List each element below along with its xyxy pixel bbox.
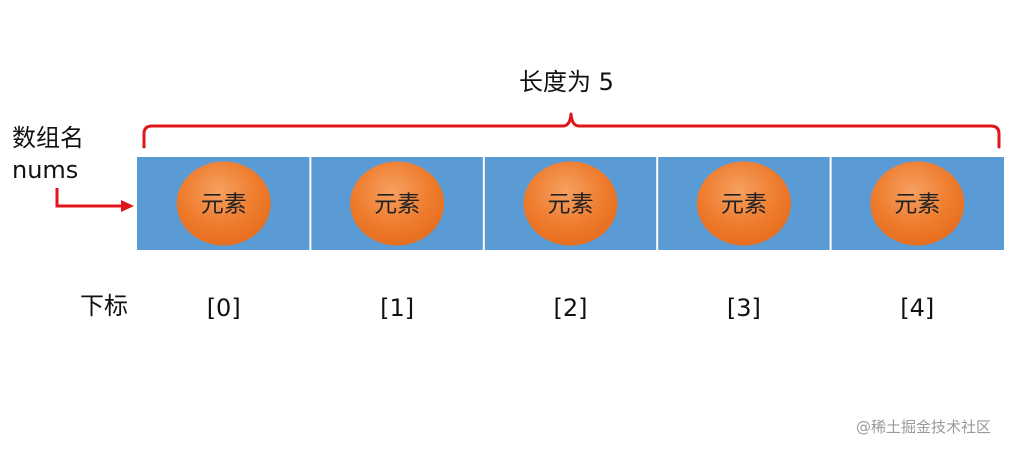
index-label: [2] bbox=[553, 294, 588, 322]
index-label: [0] bbox=[206, 294, 241, 322]
pointer-arrow-head bbox=[121, 200, 134, 212]
length-bracket bbox=[142, 112, 1001, 149]
array-name-label: 数组名 nums bbox=[12, 122, 84, 186]
index-title: 下标 bbox=[80, 292, 128, 320]
element-orb bbox=[176, 161, 271, 246]
index-label: [3] bbox=[726, 294, 761, 322]
element-orb bbox=[696, 161, 791, 246]
array-cells: 元素 元素 元素 元素 元素 bbox=[137, 157, 1004, 250]
element-label: 元素 bbox=[548, 192, 594, 218]
element-label: 元素 bbox=[894, 192, 940, 218]
element-label: 元素 bbox=[201, 192, 247, 218]
element-orb bbox=[350, 161, 445, 246]
pointer-arrow-line bbox=[55, 188, 122, 208]
array-name-identifier: nums bbox=[12, 156, 79, 184]
index-label: [4] bbox=[900, 294, 935, 322]
element-orb bbox=[523, 161, 618, 246]
index-label: [1] bbox=[380, 294, 415, 322]
element-label: 元素 bbox=[374, 192, 420, 218]
length-label: 长度为 5 bbox=[519, 68, 614, 96]
element-orb bbox=[870, 161, 965, 246]
watermark: @稀土掘金技术社区 bbox=[856, 418, 992, 436]
element-label: 元素 bbox=[721, 192, 767, 218]
array-name-title: 数组名 bbox=[12, 124, 84, 152]
